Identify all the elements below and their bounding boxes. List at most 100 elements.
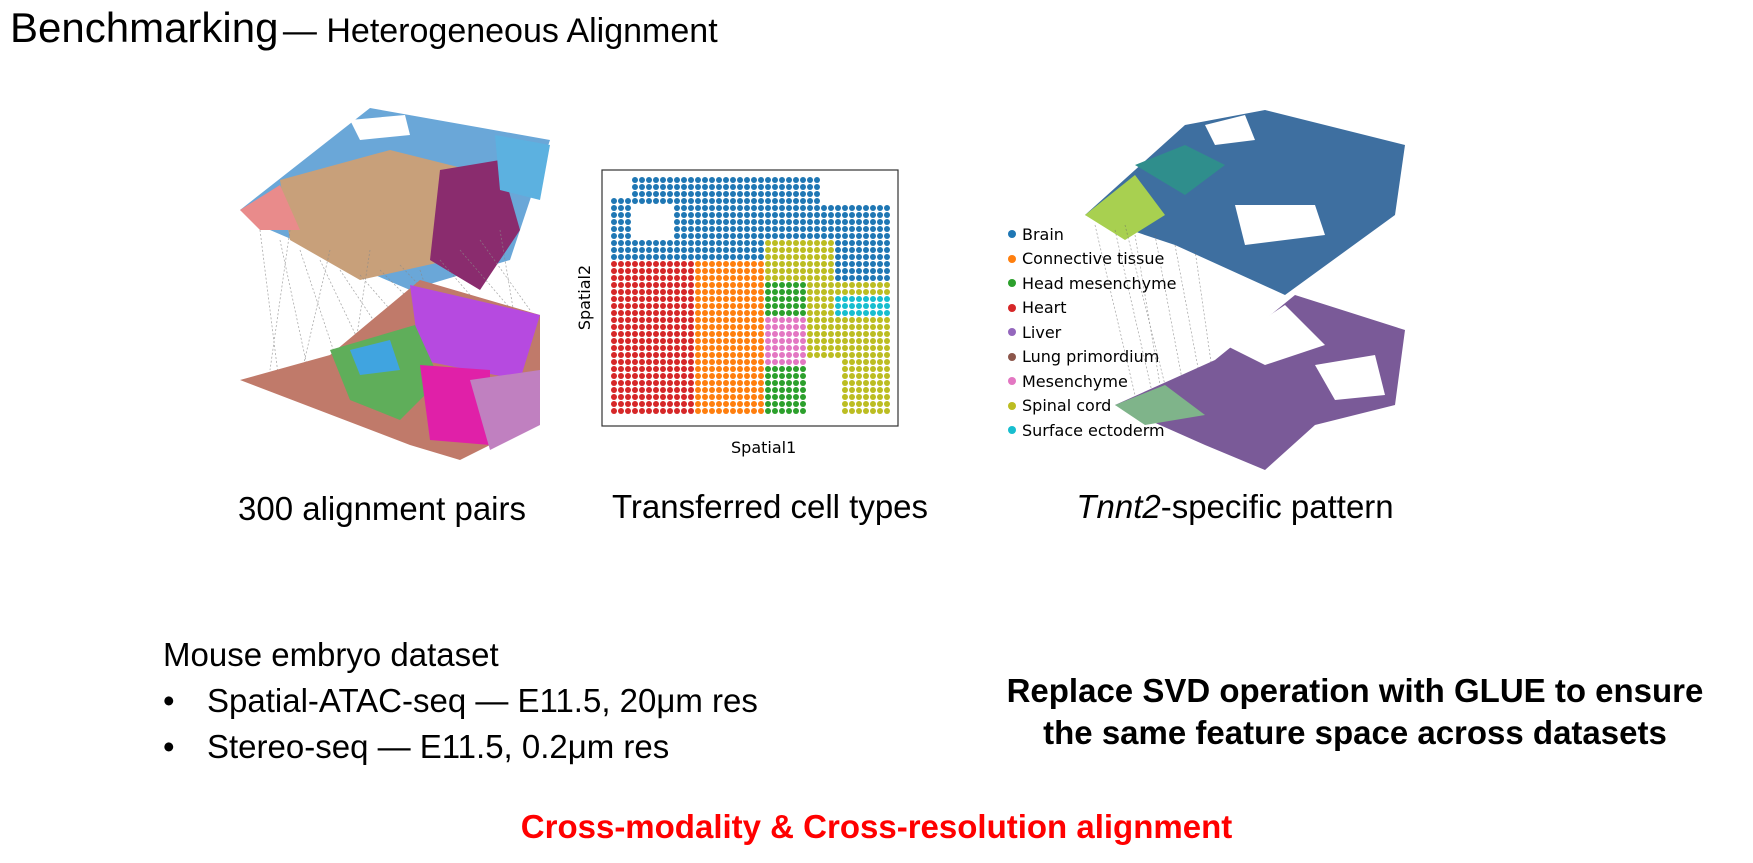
scatter-point <box>695 247 701 253</box>
scatter-point <box>765 177 771 183</box>
scatter-point <box>884 387 890 393</box>
scatter-point <box>835 212 841 218</box>
scatter-point <box>667 268 673 274</box>
scatter-point <box>751 338 757 344</box>
scatter-point <box>779 345 785 351</box>
scatter-point <box>744 359 750 365</box>
scatter-point <box>765 268 771 274</box>
scatter-point <box>660 324 666 330</box>
scatter-point <box>884 324 890 330</box>
scatter-point <box>709 219 715 225</box>
scatter-point <box>646 198 652 204</box>
scatter-point <box>653 408 659 414</box>
scatter-point <box>779 205 785 211</box>
scatter-point <box>681 317 687 323</box>
scatter-point <box>800 233 806 239</box>
scatter-point <box>702 289 708 295</box>
scatter-point <box>639 401 645 407</box>
scatter-point <box>870 247 876 253</box>
scatter-point <box>660 191 666 197</box>
scatter-point <box>632 338 638 344</box>
scatter-point <box>751 324 757 330</box>
scatter-point <box>807 198 813 204</box>
scatter-point <box>814 247 820 253</box>
scatter-point <box>737 191 743 197</box>
scatter-point <box>688 296 694 302</box>
scatter-point <box>779 408 785 414</box>
scatter-point <box>751 282 757 288</box>
scatter-point <box>856 359 862 365</box>
scatter-point <box>835 317 841 323</box>
scatter-point <box>758 401 764 407</box>
scatter-point <box>681 212 687 218</box>
scatter-point <box>758 338 764 344</box>
legend-item: Spinal cord <box>1008 394 1177 419</box>
scatter-point <box>786 345 792 351</box>
scatter-point <box>625 247 631 253</box>
scatter-point <box>842 352 848 358</box>
scatter-point <box>611 289 617 295</box>
scatter-point <box>688 331 694 337</box>
scatter-point <box>758 261 764 267</box>
scatter-point <box>639 310 645 316</box>
scatter-point <box>716 345 722 351</box>
scatter-point <box>828 303 834 309</box>
scatter-point <box>877 401 883 407</box>
scatter-point <box>653 359 659 365</box>
scatter-point <box>835 268 841 274</box>
scatter-point <box>653 268 659 274</box>
scatter-point <box>828 296 834 302</box>
scatter-point <box>786 352 792 358</box>
scatter-point <box>828 205 834 211</box>
scatter-point <box>751 345 757 351</box>
scatter-point <box>737 219 743 225</box>
scatter-point <box>688 212 694 218</box>
scatter-xlabel: Spatial1 <box>731 438 797 457</box>
legend-label: Heart <box>1022 298 1067 318</box>
scatter-point <box>772 324 778 330</box>
scatter-point <box>786 359 792 365</box>
scatter-point <box>800 345 806 351</box>
scatter-point <box>709 261 715 267</box>
scatter-point <box>758 394 764 400</box>
scatter-point <box>744 296 750 302</box>
scatter-point <box>618 352 624 358</box>
scatter-point <box>674 394 680 400</box>
scatter-point <box>632 373 638 379</box>
scatter-point <box>625 352 631 358</box>
scatter-point <box>618 205 624 211</box>
scatter-point <box>723 289 729 295</box>
scatter-point <box>786 240 792 246</box>
scatter-point <box>737 254 743 260</box>
scatter-point <box>639 380 645 386</box>
scatter-point <box>737 268 743 274</box>
scatter-point <box>646 310 652 316</box>
legend-item: Mesenchyme <box>1008 369 1177 394</box>
scatter-point <box>737 303 743 309</box>
scatter-point <box>765 289 771 295</box>
scatter-point <box>779 352 785 358</box>
scatter-point <box>709 282 715 288</box>
scatter-point <box>709 387 715 393</box>
scatter-point <box>674 219 680 225</box>
scatter-point <box>618 324 624 330</box>
scatter-point <box>737 275 743 281</box>
slide-title: Benchmarking — Heterogeneous Alignment <box>10 4 718 52</box>
scatter-point <box>786 198 792 204</box>
scatter-point <box>765 254 771 260</box>
scatter-point <box>667 324 673 330</box>
scatter-point <box>737 338 743 344</box>
scatter-point <box>646 177 652 183</box>
scatter-point <box>786 233 792 239</box>
scatter-point <box>814 219 820 225</box>
scatter-point <box>849 296 855 302</box>
scatter-point <box>688 303 694 309</box>
scatter-point <box>849 366 855 372</box>
scatter-point <box>856 401 862 407</box>
scatter-point <box>667 317 673 323</box>
scatter-point <box>632 177 638 183</box>
scatter-point <box>807 184 813 190</box>
scatter-point <box>828 324 834 330</box>
scatter-point <box>800 275 806 281</box>
scatter-point <box>674 282 680 288</box>
